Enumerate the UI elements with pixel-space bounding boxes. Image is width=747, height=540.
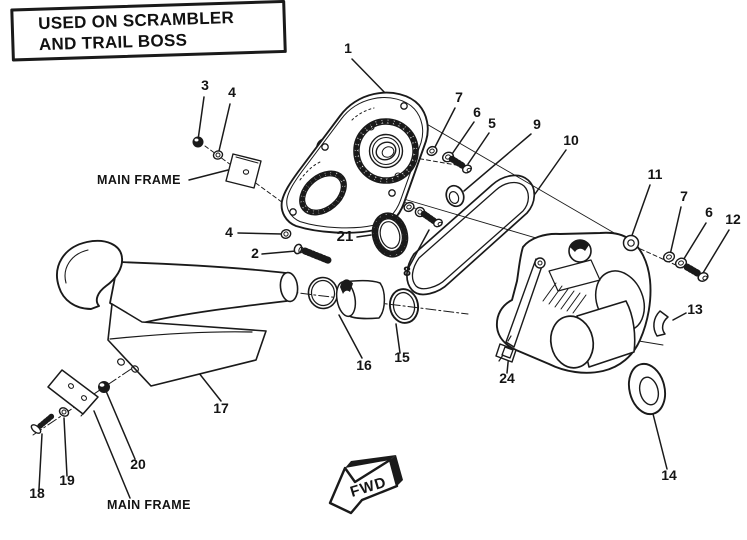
callout-8: 8 [403,263,411,279]
callout-1: 1 [344,40,352,56]
outer-clutch-cover [495,231,652,374]
leader-lines [38,58,730,499]
cover-opening [299,170,347,216]
drive-belt [406,174,536,296]
callout-9: 9 [533,116,541,132]
clutch-drum [549,300,636,369]
oil-seal [371,212,409,258]
latch-clip [498,335,514,362]
main-frame-label-upper: MAIN FRAME [97,173,181,187]
callout-6-left: 6 [473,104,481,120]
fwd-direction-arrow: FWD [328,455,403,515]
callout-numbers: 1 3 4 7 6 5 9 10 11 7 6 12 2 4 21 8 16 1… [29,40,741,501]
bushing-cylinder [335,279,386,320]
callout-5: 5 [488,115,496,131]
duct-clamp-ring [307,276,339,310]
upper-mount-hardware [192,136,262,189]
bolt-washer-set-lower [403,201,443,228]
callout-14: 14 [661,467,677,483]
callout-4-mid: 4 [225,224,233,240]
callout-15: 15 [394,349,410,365]
main-frame-label-lower: MAIN FRAME [107,498,191,512]
callout-18: 18 [29,485,45,501]
lower-mount-hardware [30,369,110,434]
bolt-washer-set-right [662,251,709,282]
callout-7-right: 7 [680,188,688,204]
bolt-2-and-washer [280,229,334,265]
callout-12: 12 [725,211,741,227]
callout-16: 16 [356,357,372,373]
callout-10: 10 [563,132,579,148]
callout-21: 21 [337,228,354,245]
callout-19: 19 [59,472,75,488]
mount-plate [47,369,99,415]
callout-6-right: 6 [705,204,713,220]
grommet [445,184,465,208]
bearing-boss [353,118,419,184]
wear-strip [653,310,669,337]
duct-outlet [279,271,299,303]
callout-24: 24 [499,370,515,386]
header-line-2: AND TRAIL BOSS [39,31,188,55]
cover-ear [622,234,640,252]
callout-11: 11 [648,166,663,182]
callout-4-top: 4 [228,84,236,100]
callout-20: 20 [130,456,146,472]
header-box: USED ON SCRAMBLER AND TRAIL BOSS [10,0,287,62]
cover-outline [280,91,429,234]
callout-7-left: 7 [455,89,463,105]
callout-13: 13 [687,301,703,317]
callout-2: 2 [251,245,259,261]
callout-17: 17 [213,400,229,416]
callout-3: 3 [201,77,209,93]
seal-washer-ring [627,362,667,416]
retainer-ring [388,288,420,324]
bolt-washer-set-upper [426,145,473,174]
inner-clutch-cover [280,91,429,234]
air-duct [56,240,299,387]
